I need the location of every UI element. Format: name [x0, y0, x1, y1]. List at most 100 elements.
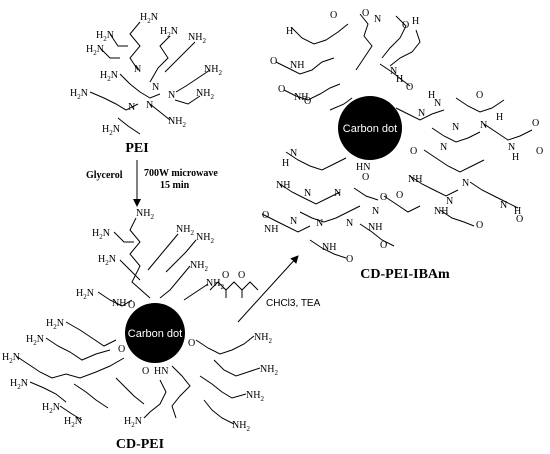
ibam-atom: NH	[294, 92, 308, 103]
amine-group: NH2	[136, 208, 154, 221]
pei-atom: N	[134, 64, 141, 75]
step1-condition-power: 700W microwave	[144, 168, 218, 179]
ibam-atom: HN	[356, 162, 370, 173]
ibam-atom: O	[476, 90, 483, 101]
step1-condition-time: 15 min	[160, 180, 190, 191]
ibam-atom: H	[428, 90, 435, 101]
anhydride-oxygen: O	[238, 270, 245, 281]
ibam-atom: N	[508, 142, 515, 153]
reaction-arrow-diagonal	[237, 255, 299, 323]
amine-group: H2N	[100, 70, 118, 83]
cd-pei-title: CD-PEI	[116, 437, 164, 452]
anhydride-reagent	[209, 281, 259, 298]
amide-nitrogen: NH	[112, 298, 126, 309]
ibam-atom: H	[282, 158, 289, 169]
amine-group: H2N	[46, 318, 64, 331]
amine-group: NH2	[204, 64, 222, 77]
ibam-atom: NH	[368, 222, 382, 233]
amine-group: NH2	[232, 420, 250, 433]
amine-group: H2N	[64, 416, 82, 429]
carbon-dot-label: Carbon dot	[343, 123, 397, 135]
ibam-atom: H	[412, 16, 419, 27]
amine-group: NH2	[260, 364, 278, 377]
amine-group: H2N	[26, 334, 44, 347]
anhydride-oxygen: O	[222, 270, 229, 281]
amine-group: NH2	[196, 232, 214, 245]
ibam-atom: H	[286, 26, 293, 37]
amide-nitrogen: HN	[154, 366, 168, 377]
pei-title: PEI	[125, 141, 148, 156]
ibam-atom: N	[346, 218, 353, 229]
ibam-atom: N	[316, 218, 323, 229]
ibam-atom: N	[290, 216, 297, 227]
amine-group: NH2	[196, 88, 214, 101]
pei-atom: N	[152, 82, 159, 93]
step1-arrow-group: Glycerol 700W microwave 15 min	[86, 160, 218, 207]
pei-structure: N N N N N H2N H2N H2N H2N NH2 NH2 H2N H2…	[70, 12, 222, 156]
ibam-atom: N	[500, 200, 507, 211]
ibam-atom: NH	[276, 180, 290, 191]
ibam-atom: O	[346, 254, 353, 265]
ibam-atom: N	[446, 196, 453, 207]
amine-group: H2N	[96, 30, 114, 43]
carbonyl-oxygen: O	[128, 300, 135, 311]
ibam-atom: O	[380, 192, 387, 203]
ibam-atom: N	[304, 188, 311, 199]
cd-pei-structure: Carbon dot O O O O HN NH NH2 H2N NH2 NH2…	[2, 208, 278, 452]
ibam-atom: N	[372, 206, 379, 217]
ibam-atom: N	[290, 148, 297, 159]
ibam-atom: H	[512, 152, 519, 163]
ibam-atom: H	[496, 112, 503, 123]
amine-group: NH2	[254, 332, 272, 345]
amine-group: H2N	[92, 228, 110, 241]
amine-group: NH2	[176, 224, 194, 237]
amine-group: H2N	[160, 26, 178, 39]
pei-atom: N	[168, 90, 175, 101]
amine-group: H2N	[86, 44, 104, 57]
ibam-atom: H	[396, 74, 403, 85]
ibam-atom: NH	[290, 60, 304, 71]
ibam-atom: O	[476, 220, 483, 231]
ibam-atom: O	[278, 84, 285, 95]
amine-group: H2N	[2, 352, 20, 365]
ibam-atom: N	[462, 178, 469, 189]
amine-group: H2N	[124, 416, 142, 429]
step2-conditions: CHCl3, TEA	[266, 298, 321, 309]
ibam-atom: N	[390, 66, 397, 77]
cd-pei-ibam-structure: Carbon dot H O O N H O O NH N H O NH O O…	[261, 8, 543, 282]
ibam-atom: O	[362, 172, 369, 183]
pei-atom: N	[146, 100, 153, 111]
ibam-atom: O	[402, 20, 409, 31]
ibam-atom: O	[410, 146, 417, 157]
step2-arrow-group: O O CHCl3, TEA	[209, 255, 321, 323]
ibam-atom: O	[396, 190, 403, 201]
amine-group: H2N	[76, 288, 94, 301]
ibam-atom: NH	[264, 224, 278, 235]
carbon-dot	[338, 96, 402, 160]
ibam-atom: N	[480, 120, 487, 131]
ibam-atom: N	[418, 108, 425, 119]
ibam-atom: O	[536, 146, 543, 157]
amine-group: H2N	[42, 402, 60, 415]
amine-group: NH2	[190, 260, 208, 273]
amine-group: H2N	[140, 12, 158, 25]
cd-pei-ibam-title: CD-PEI-IBAm	[360, 267, 450, 282]
amine-group: NH2	[246, 390, 264, 403]
ibam-atom: O	[362, 8, 369, 19]
amine-group: NH2	[188, 32, 206, 45]
ibam-atom: O	[532, 118, 539, 129]
carbon-dot-label: Carbon dot	[128, 328, 182, 340]
step1-reagent: Glycerol	[86, 170, 123, 181]
ibam-atom: N	[334, 188, 341, 199]
ibam-atom: O	[330, 10, 337, 21]
ibam-atom: NH	[434, 206, 448, 217]
ibam-atom: O	[304, 96, 311, 107]
ibam-atom: O	[380, 240, 387, 251]
carbonyl-oxygen: O	[118, 344, 125, 355]
carbonyl-oxygen: O	[188, 338, 195, 349]
pei-atom: N	[128, 102, 135, 113]
ibam-atom: O	[270, 56, 277, 67]
carbon-dot	[125, 303, 185, 363]
ibam-atom: N	[434, 98, 441, 109]
